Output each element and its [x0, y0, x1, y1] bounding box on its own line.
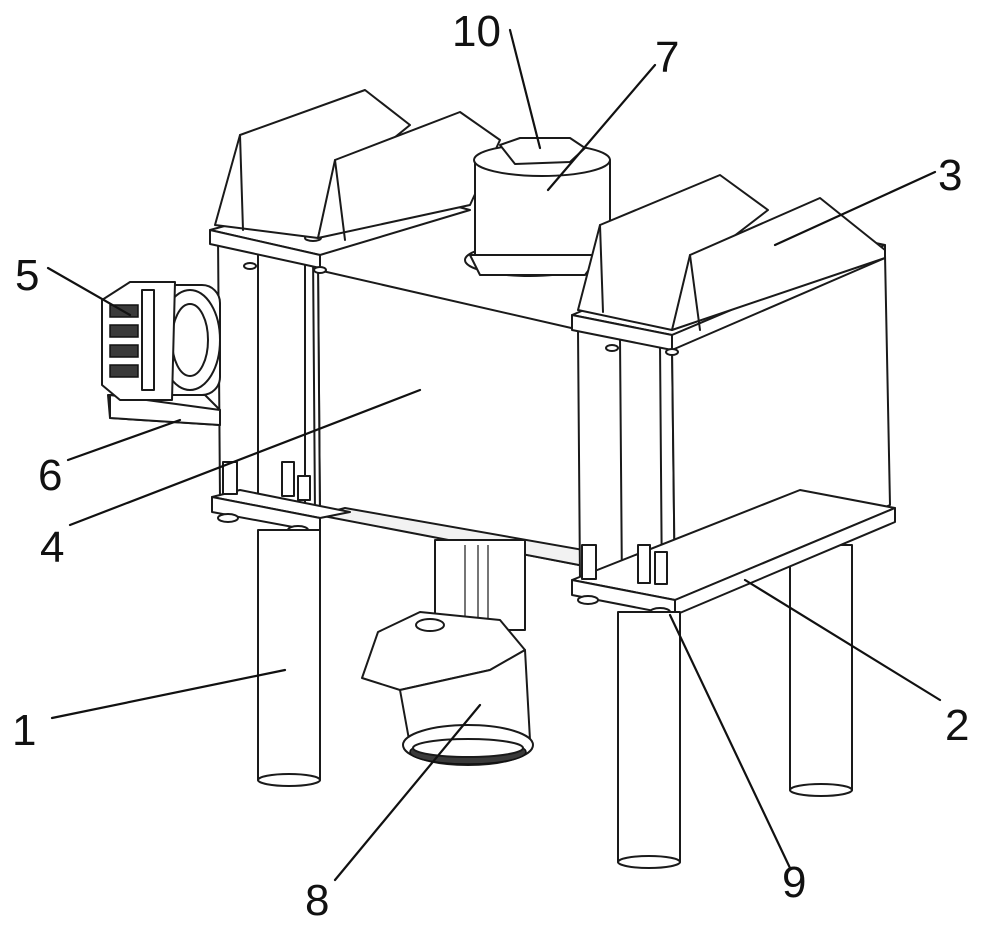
- leader-9: [668, 613, 792, 870]
- leader-10: [508, 28, 542, 150]
- leader-7: [546, 63, 657, 192]
- leader-5: [46, 266, 132, 317]
- leader-1: [50, 668, 287, 720]
- label-2: 2: [945, 701, 969, 750]
- label-6: 6: [38, 451, 62, 500]
- left-top-hopper: [214, 89, 501, 241]
- front-left-leg: [257, 529, 321, 787]
- label-7: 7: [655, 33, 679, 82]
- label-1: 1: [12, 706, 36, 755]
- leader-8: [333, 703, 482, 882]
- motor-assembly: [101, 281, 221, 426]
- right-top-hopper: [577, 174, 886, 331]
- label-4: 4: [40, 523, 64, 572]
- leader-2: [743, 578, 942, 702]
- leader-lines: [46, 28, 942, 882]
- part-numbers: 1 2 3 4 5 6 7 8 9 10: [12, 7, 969, 925]
- front-right-leg: [617, 611, 681, 869]
- leader-4: [68, 388, 422, 527]
- right-frame: [571, 224, 896, 617]
- leader-6: [66, 418, 182, 462]
- top-cylinder: [464, 137, 611, 277]
- label-5: 5: [15, 251, 39, 300]
- discharge-outlet: [361, 611, 534, 766]
- label-3: 3: [938, 151, 962, 200]
- label-8: 8: [305, 876, 329, 925]
- label-9: 9: [782, 858, 806, 907]
- leader-3: [773, 170, 937, 247]
- label-10: 10: [452, 7, 501, 56]
- rear-right-leg: [789, 544, 853, 797]
